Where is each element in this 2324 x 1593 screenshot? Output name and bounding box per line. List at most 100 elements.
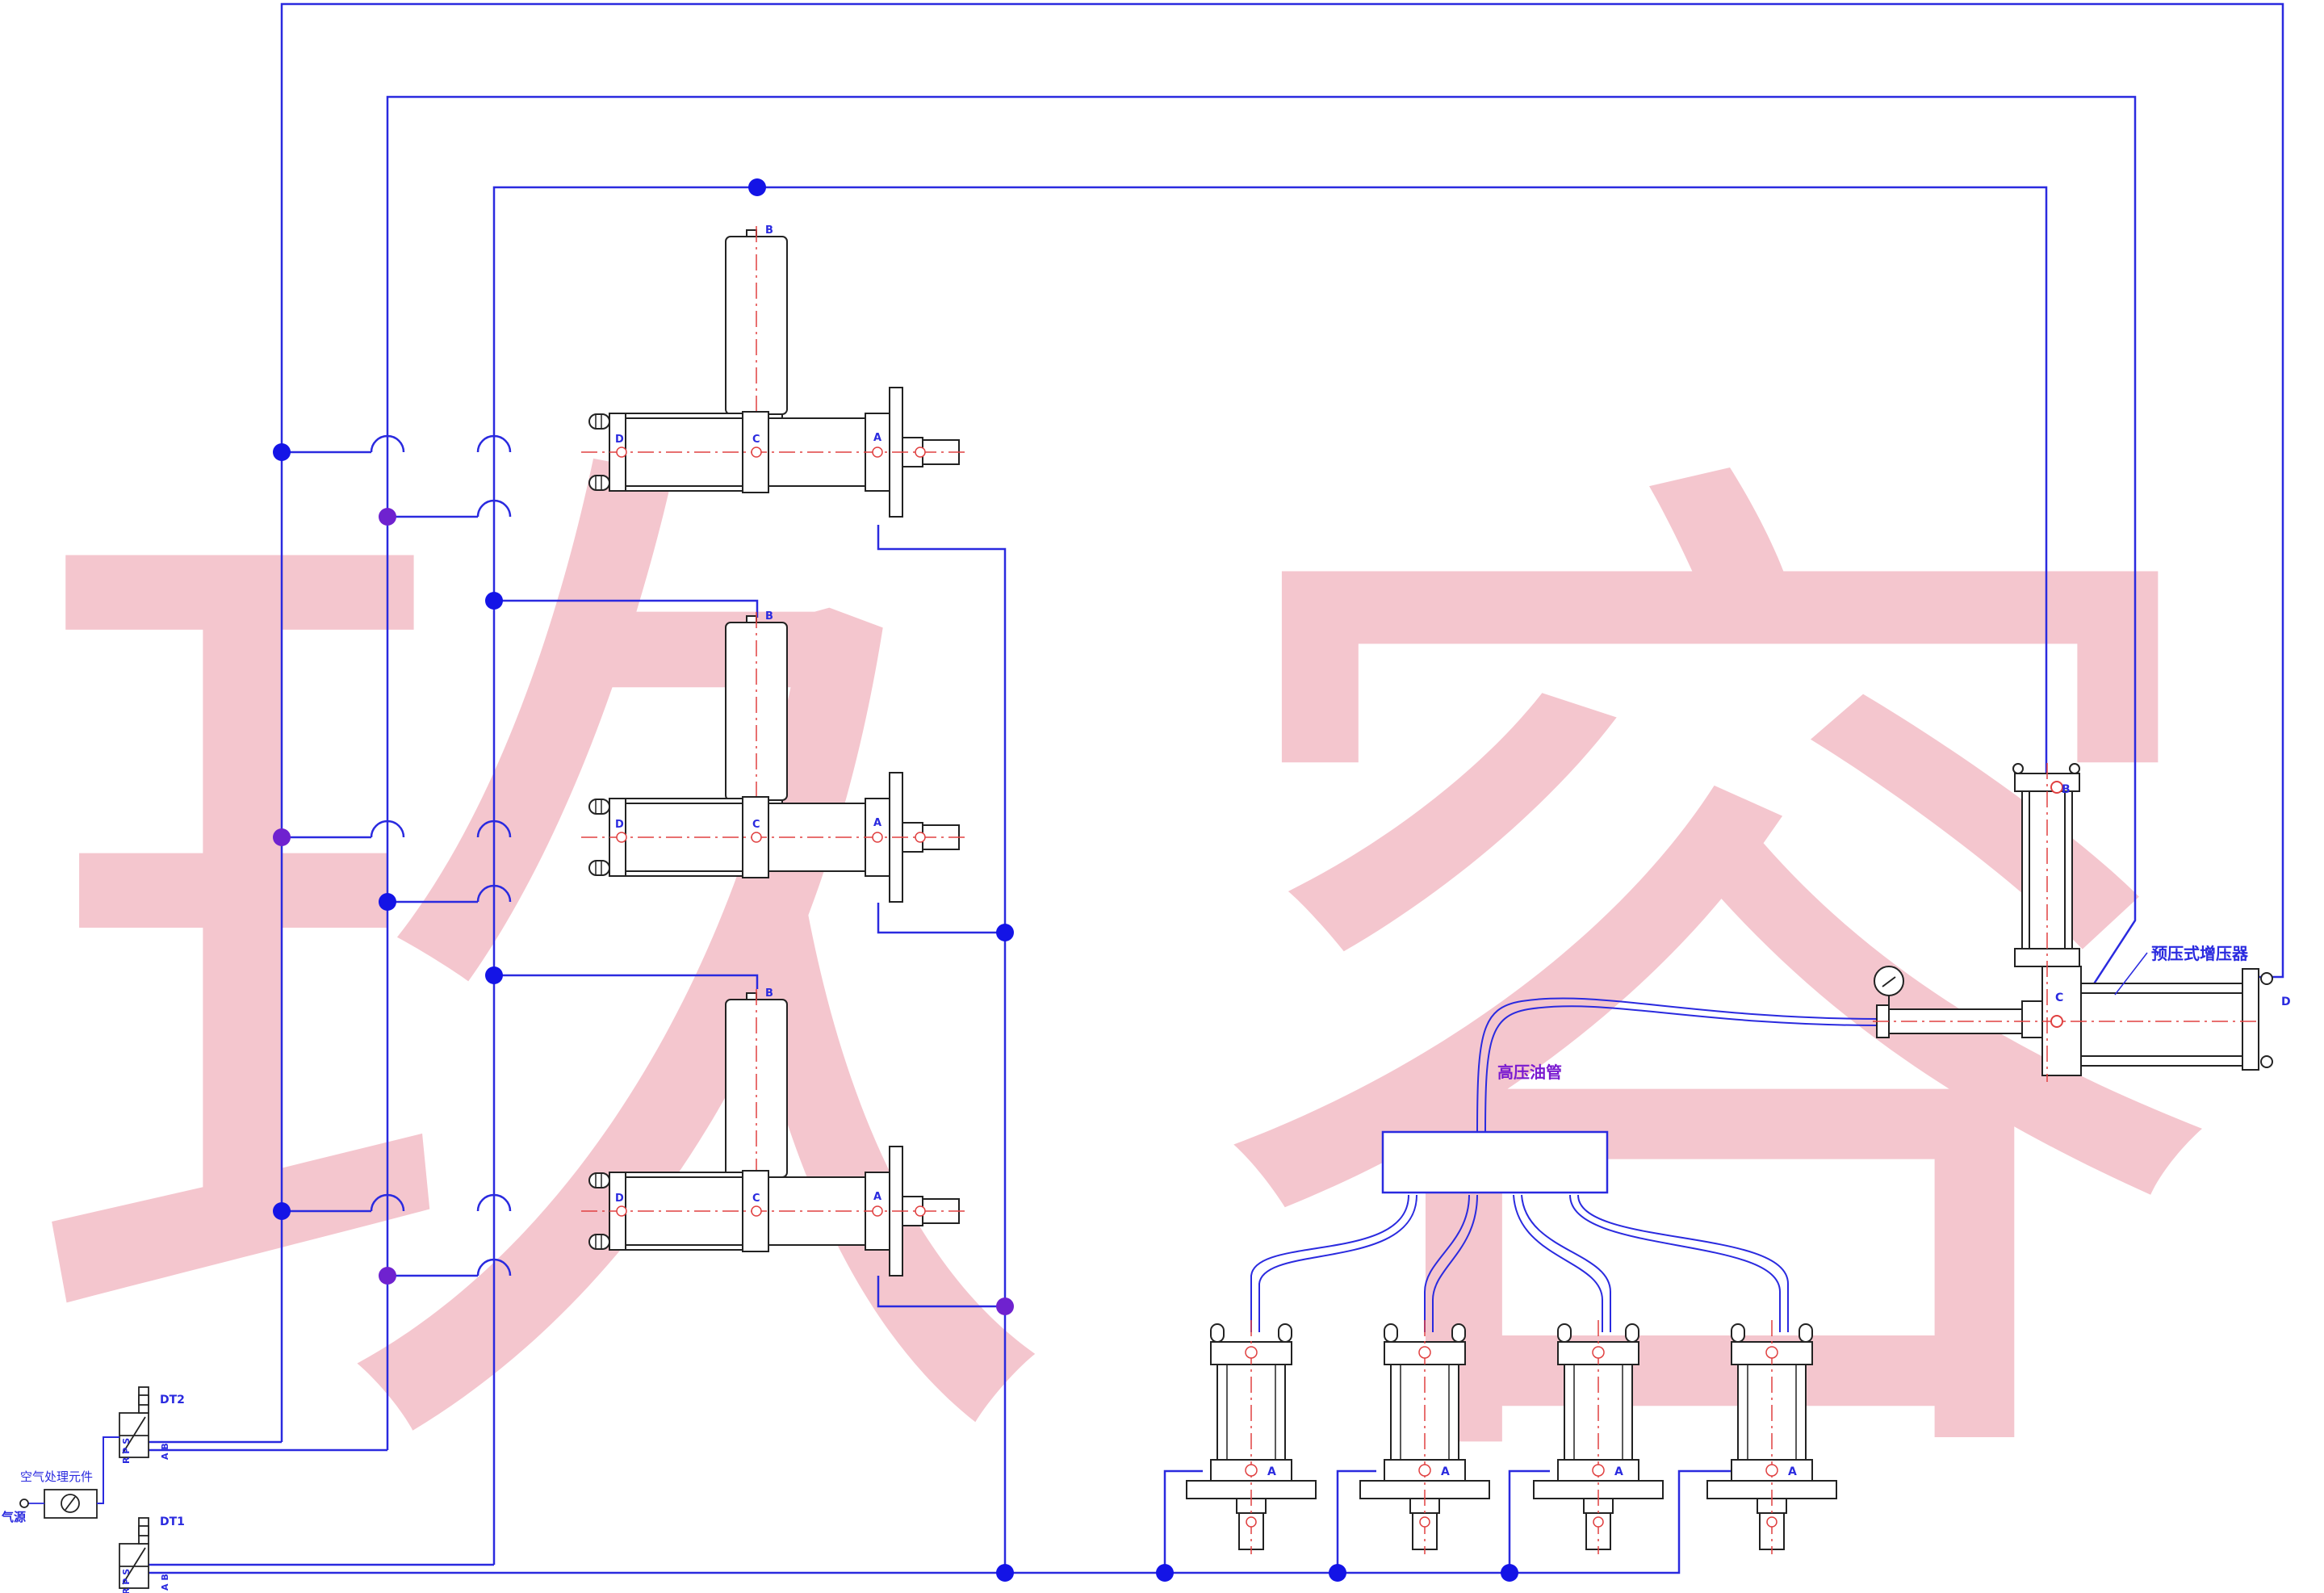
bottom-press-3: A [1533, 1320, 1664, 1554]
port-circle [915, 446, 926, 458]
valve-dt2-ab: A B [160, 1443, 170, 1460]
port-circle [616, 832, 627, 843]
pipe-c1-a [877, 525, 1007, 1573]
pipe-c3-jumps [370, 1193, 512, 1212]
port-circle [1245, 1346, 1258, 1359]
junction-dot [1329, 1564, 1346, 1582]
port-circle [1418, 1346, 1431, 1359]
port-circle [1765, 1464, 1778, 1477]
port-label: C [752, 819, 760, 831]
bottom-press-4: A [1706, 1320, 1837, 1554]
valve-dt2-ports: R P S [121, 1438, 132, 1464]
port-label: B [765, 610, 773, 623]
port-label: A [1267, 1465, 1276, 1478]
valve-dt1-ab: A B [160, 1574, 170, 1591]
port-label: D [615, 1193, 624, 1205]
pipe-c2-b [494, 599, 759, 618]
piping-network [145, 2, 2284, 1574]
port-circle [751, 1205, 762, 1217]
port-circle [1418, 1464, 1431, 1477]
port-circle [872, 446, 883, 458]
port-circle [1246, 1516, 1257, 1528]
pipe-c3-jump-c [476, 1258, 512, 1276]
port-circle [1245, 1464, 1258, 1477]
bottom-press-1: A [1186, 1320, 1317, 1554]
pipe-c2-a [877, 903, 1005, 934]
hose-label: 高压油管 [1497, 1063, 1562, 1082]
solenoid-valves [19, 1386, 149, 1589]
booster-label: 预压式增压器 [2151, 944, 2249, 963]
port-circle [872, 832, 883, 843]
port-circle [1419, 1516, 1430, 1528]
port-circle [1593, 1516, 1604, 1528]
port-label: B [765, 987, 773, 1000]
pipe-valve1-b [145, 1469, 1740, 1574]
port-circle [751, 832, 762, 843]
air-unit-label: 空气处理元件 [20, 1469, 93, 1484]
port-circle [616, 446, 627, 458]
pipe-c2-jumps [370, 820, 512, 838]
port-label: A [1788, 1465, 1797, 1478]
junction-dot [273, 443, 291, 461]
port-label: A [1614, 1465, 1623, 1478]
pipe-press-1 [1163, 1469, 1203, 1573]
port-circle [1592, 1464, 1605, 1477]
booster-hydraulic-barrel [2080, 992, 2243, 1057]
junction-dot [996, 1297, 1014, 1315]
junction-dot [1156, 1564, 1174, 1582]
junction-dots [273, 178, 1518, 1582]
port-circle [751, 446, 762, 458]
booster-port-b: B [2062, 783, 2071, 796]
junction-dot [996, 924, 1014, 941]
pipe-c3-a [877, 1276, 1005, 1308]
hose-manifold-box [1381, 1130, 1609, 1194]
port-circle [616, 1205, 627, 1217]
junction-dot [273, 828, 291, 846]
junction-dot [379, 1267, 396, 1285]
port-label: C [752, 1193, 760, 1205]
bottom-press-2: A [1359, 1320, 1490, 1554]
left-cylinder-1: B D C A [581, 224, 965, 518]
pipe-outer-2 [386, 95, 2137, 1450]
left-cylinder-3: B D C A [581, 987, 965, 1276]
pipe-loop-3 [492, 186, 2048, 1565]
junction-dot [379, 508, 396, 526]
junction-dot [485, 966, 503, 984]
pipe-press-3 [1508, 1469, 1550, 1573]
port-circle [1766, 1516, 1778, 1528]
port-label: D [615, 434, 624, 446]
junction-dot [273, 1202, 291, 1220]
booster-port-d: D [2281, 996, 2291, 1008]
junction-dot [996, 1564, 1014, 1582]
pipe-c1-jumps [370, 434, 512, 453]
port-circle [1765, 1346, 1778, 1359]
junction-dot [485, 592, 503, 610]
air-source-icon [19, 1499, 29, 1508]
port-circle [872, 1205, 883, 1217]
port-label: B [765, 224, 773, 237]
port-circle [1592, 1346, 1605, 1359]
port-label: A [873, 1191, 881, 1203]
valve-dt2-label: DT2 [160, 1394, 185, 1406]
port-label: A [873, 432, 881, 444]
pipe-press-2 [1336, 1469, 1376, 1573]
valve-dt1-ports: R P S [121, 1569, 132, 1593]
watermark-char-1: 玖 [16, 366, 1066, 1588]
pipe-c2-jump-c [476, 884, 512, 903]
junction-dot [379, 893, 396, 911]
high-pressure-hoses [1250, 997, 1882, 1332]
booster-port-c: C [2055, 991, 2063, 1004]
junction-dot [1501, 1564, 1518, 1582]
valve-dt1-label: DT1 [160, 1515, 185, 1528]
port-circle [915, 1205, 926, 1217]
pre-pressure-booster [1873, 763, 2273, 1082]
junction-dot [748, 178, 766, 196]
pipe-c1-jump-c [476, 499, 512, 518]
air-source-label: 气源 [1, 1510, 26, 1524]
pipe-c3-b [494, 974, 759, 989]
port-label: C [752, 434, 760, 446]
